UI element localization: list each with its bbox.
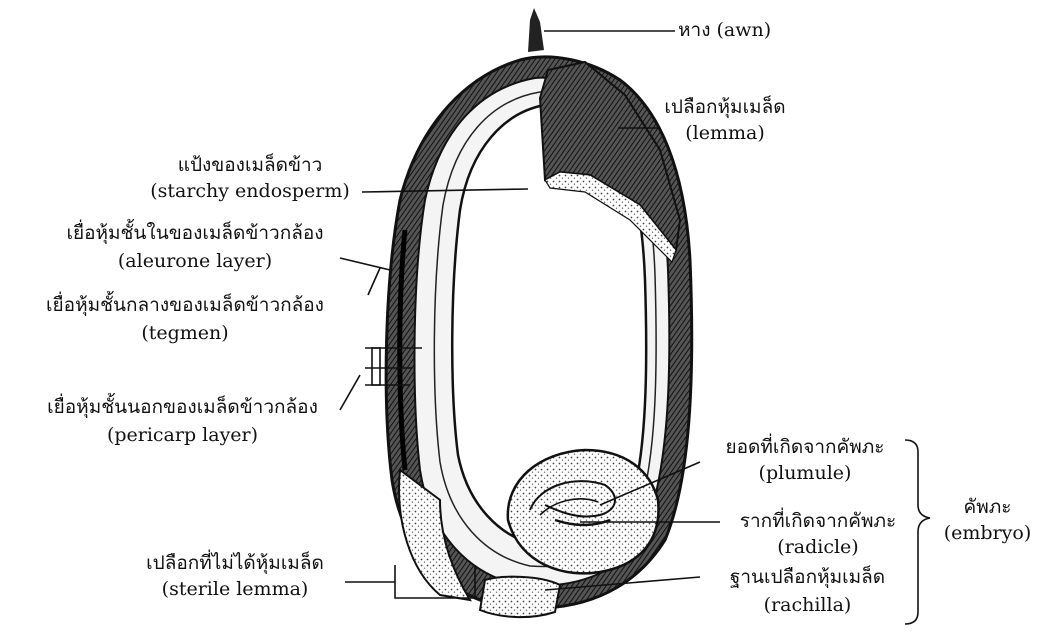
label-pericarp-en: (pericarp layer)	[0, 424, 365, 446]
label-sterile-lemma-en: (sterile lemma)	[110, 578, 360, 600]
embryo	[508, 450, 659, 573]
rachilla-shape	[480, 577, 560, 617]
label-aleurone-en: (aleurone layer)	[20, 250, 370, 272]
awn-shape	[528, 8, 544, 52]
label-embryo-en: (embryo)	[935, 522, 1040, 544]
label-rachilla-en: (rachilla)	[700, 594, 915, 616]
label-embryo-th: คัพภะ	[935, 496, 1040, 518]
label-aleurone-th: เยื่อหุ้มชั้นในของเมล็ดข้าวกล้อง	[20, 222, 370, 244]
label-pericarp-th: เยื่อหุ้มชั้นนอกของเมล็ดข้าวกล้อง	[0, 396, 365, 418]
label-sterile-lemma-th: เปลือกที่ไม่ได้หุ้มเมล็ด	[110, 552, 360, 574]
label-awn: หาง (awn)	[678, 19, 771, 41]
label-rachilla-th: ฐานเปลือกหุ้มเมล็ด	[700, 566, 915, 588]
label-endosperm-th: แป้งของเมล็ดข้าว	[120, 154, 380, 176]
label-endosperm-en: (starchy endosperm)	[120, 180, 380, 202]
label-tegmen-th: เยื่อหุ้มชั้นกลางของเมล็ดข้าวกล้อง	[0, 294, 370, 316]
label-radicle-en: (radicle)	[718, 536, 918, 558]
label-radicle-th: รากที่เกิดจากคัพภะ	[718, 510, 918, 532]
label-plumule-en: (plumule)	[700, 462, 910, 484]
label-lemma-en: (lemma)	[640, 122, 810, 144]
label-tegmen-en: (tegmen)	[0, 322, 370, 344]
label-plumule-th: ยอดที่เกิดจากคัพภะ	[700, 436, 910, 458]
label-lemma-th: เปลือกหุ้มเมล็ด	[640, 96, 810, 118]
